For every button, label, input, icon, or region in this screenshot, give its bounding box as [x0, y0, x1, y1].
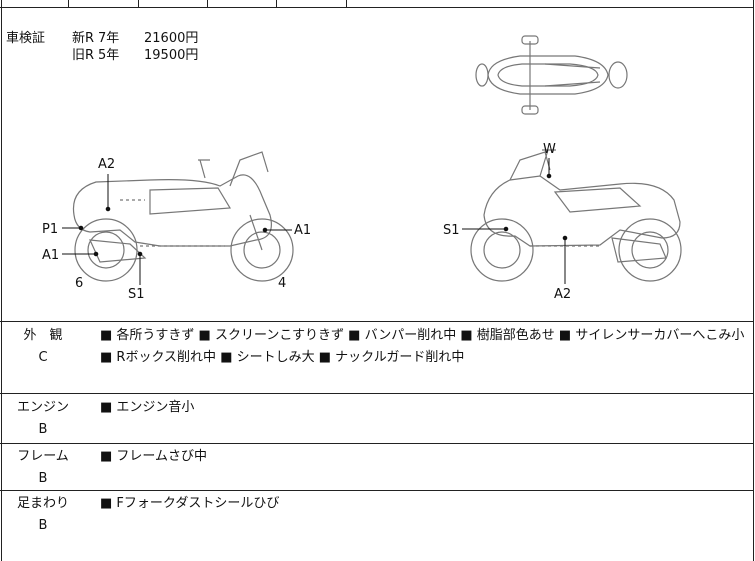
- scooter-left-side-view: [72, 151, 294, 282]
- divider: [0, 490, 754, 491]
- condition-category: 外 観: [23, 328, 63, 343]
- condition-grade: C: [38, 350, 48, 365]
- condition-row-engine: エンジン B ■ エンジン音小: [0, 397, 754, 443]
- inspection-label: 車検証: [6, 31, 46, 46]
- divider: [0, 393, 754, 394]
- condition-row-frame: フレーム B ■ フレームさび中: [0, 446, 754, 490]
- divider: [0, 443, 754, 444]
- condition-label: エンジン B: [0, 397, 86, 441]
- condition-label: フレーム B: [0, 446, 86, 490]
- condition-row-exterior: 外 観 C ■ 各所うすきず ■ スクリーンこすりきず ■ バンパー削れ中 ■ …: [0, 325, 754, 393]
- condition-label: 足まわり B: [0, 493, 86, 537]
- condition-grade: B: [38, 471, 48, 486]
- left-view-labels: A2 P1 A1 A1 6 S1 4: [42, 157, 311, 302]
- condition-grade: B: [38, 422, 48, 437]
- label-s1: S1: [443, 223, 460, 238]
- label-4: 4: [278, 276, 286, 291]
- right-view-markers: [462, 158, 568, 284]
- condition-row-suspension: 足まわり B ■ Fフォークダストシールひび: [0, 493, 754, 559]
- inspection-year: 7年: [98, 31, 120, 46]
- border-left: [1, 0, 2, 561]
- right-view-labels: W S1 A2: [443, 142, 571, 302]
- inspection-price: 19500円: [144, 48, 199, 63]
- top-table-edge: [0, 0, 754, 8]
- condition-label: 外 観 C: [0, 325, 86, 369]
- damage-diagram-area: 車検証 新R 7年 21600円 旧R 5年 19500円: [0, 8, 754, 321]
- inspection-year: 5年: [98, 48, 120, 63]
- condition-notes: ■ 各所うすきず ■ スクリーンこすりきず ■ バンパー削れ中 ■ 樹脂部色あせ…: [100, 328, 745, 365]
- condition-category: エンジン: [16, 400, 69, 415]
- scooter-top-view: [475, 35, 628, 115]
- inspection-type: 新R: [72, 31, 95, 46]
- left-view-markers: [62, 174, 292, 285]
- label-a1: A1: [42, 248, 59, 263]
- condition-notes: ■ フレームさび中: [100, 449, 208, 464]
- label-a2: A2: [98, 157, 115, 172]
- border-right: [753, 0, 754, 561]
- condition-grade: B: [38, 518, 48, 533]
- condition-notes: ■ Fフォークダストシールひび: [100, 496, 280, 511]
- divider: [0, 321, 754, 322]
- label-w: W: [543, 142, 556, 157]
- inspection-price: 21600円: [144, 31, 199, 46]
- condition-category: フレーム: [17, 449, 69, 464]
- inspection-info: 車検証 新R 7年 21600円 旧R 5年 19500円: [6, 30, 198, 64]
- label-a2: A2: [554, 287, 571, 302]
- label-s1: S1: [128, 287, 145, 302]
- scooter-diagrams: A2 P1 A1 A1 6 S1 4: [42, 35, 682, 302]
- inspection-type: 旧R: [72, 48, 95, 63]
- scooter-right-side-view: [470, 149, 682, 282]
- condition-category: 足まわり: [16, 496, 69, 511]
- condition-notes: ■ エンジン音小: [100, 400, 195, 415]
- label-a1: A1: [294, 223, 311, 238]
- label-6: 6: [75, 276, 83, 291]
- label-p1: P1: [42, 222, 58, 237]
